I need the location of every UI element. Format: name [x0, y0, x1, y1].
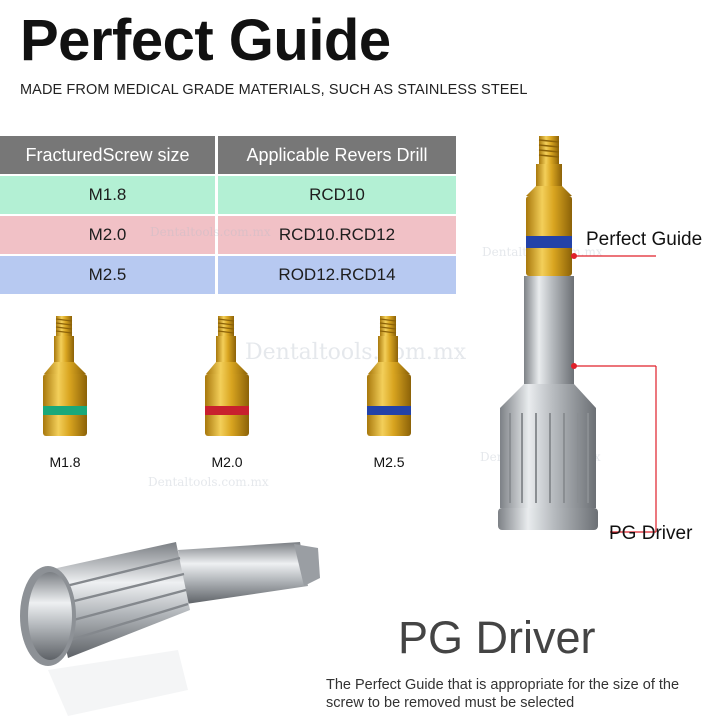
pg-driver-with-guide-image — [498, 136, 598, 530]
guide-label-m20: M2.0 — [211, 454, 243, 470]
watermark: Dentaltools.com.mx — [148, 475, 269, 489]
guide-m18-image — [43, 316, 87, 436]
guide-m25-image — [367, 316, 411, 436]
watermark: Dentaltools.com.mx — [150, 225, 271, 239]
table-cell-drill: RCD10.RCD12 — [218, 216, 456, 254]
table-cell-size: M2.0 — [0, 216, 215, 254]
table-cell-drill: ROD12.RCD14 — [218, 256, 456, 294]
guide-label-m18: M1.8 — [49, 454, 81, 470]
table-row: M1.8 RCD10 — [0, 176, 456, 214]
guide-label-m25: M2.5 — [373, 454, 405, 470]
guide-m20-image — [205, 316, 249, 436]
page-subtitle: MADE FROM MEDICAL GRADE MATERIALS, SUCH … — [20, 82, 528, 98]
size-table: FracturedScrew size Applicable Revers Dr… — [0, 136, 456, 296]
callout-pg-driver: PG Driver — [609, 523, 693, 544]
pg-driver-description: The Perfect Guide that is appropriate fo… — [326, 677, 680, 711]
table-header-size: FracturedScrew size — [0, 136, 215, 174]
pg-driver-heading: PG Driver — [398, 612, 596, 663]
table-row: M2.5 ROD12.RCD14 — [0, 256, 456, 294]
table-header-row: FracturedScrew size Applicable Revers Dr… — [0, 136, 456, 174]
table-cell-drill: RCD10 — [218, 176, 456, 214]
page-title: Perfect Guide — [20, 8, 391, 73]
table-row: M2.0 RCD10.RCD12 — [0, 216, 456, 254]
table-cell-size: M2.5 — [0, 256, 215, 294]
pg-driver-large-image — [20, 542, 320, 716]
table-cell-size: M1.8 — [0, 176, 215, 214]
callout-perfect-guide: Perfect Guide — [586, 229, 703, 250]
table-header-drill: Applicable Revers Drill — [218, 136, 456, 174]
callout-lines — [571, 253, 657, 533]
watermark: Dentaltools.com.mx — [245, 340, 467, 365]
